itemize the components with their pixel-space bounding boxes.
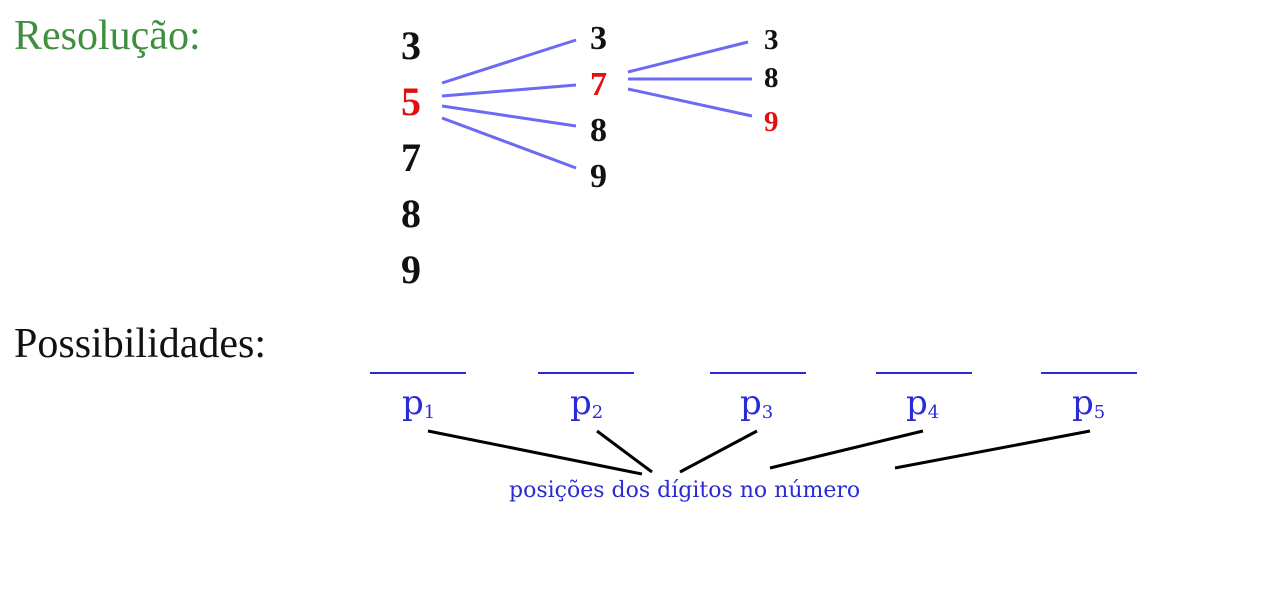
tree-l1-digit-5: 5: [401, 79, 421, 124]
branch-7-to-9: [627, 87, 753, 118]
connector-p2: [596, 429, 653, 474]
connector-p4: [769, 429, 924, 470]
branch-5-to-3: [441, 38, 577, 85]
tree-l1-digit-8: 8: [401, 191, 421, 236]
position-label-p4: p4: [906, 383, 940, 423]
position-label-p5: p5: [1072, 383, 1106, 423]
connector-p3: [679, 429, 758, 474]
heading-possibilidades: Possibilidades:: [14, 321, 267, 367]
caption-digit-positions: posições dos dígitos no número: [509, 478, 861, 503]
tree-l1-digit-9: 9: [401, 247, 421, 292]
branch-5-to-7: [441, 83, 577, 98]
position-label-p3: p3: [740, 383, 774, 423]
tree-l2-digit-3: 3: [590, 20, 607, 57]
branch-5-to-8: [441, 104, 577, 128]
blank-p1: [370, 372, 466, 374]
blank-p4: [876, 372, 972, 374]
tree-l1-digit-3: 3: [401, 23, 421, 68]
tree-l2-digit-7: 7: [590, 66, 607, 103]
connector-p5: [894, 429, 1091, 470]
tree-l2-digit-8: 8: [590, 112, 607, 149]
connector-p1: [427, 429, 643, 476]
tree-l1-digit-7: 7: [401, 135, 421, 180]
position-label-p2: p2: [570, 383, 604, 423]
tree-l3-digit-3: 3: [764, 24, 779, 56]
blank-p5: [1041, 372, 1137, 374]
position-label-p1: p1: [402, 383, 436, 423]
blank-p2: [538, 372, 634, 374]
tree-l3-digit-9: 9: [764, 106, 779, 138]
tree-l2-digit-9: 9: [590, 158, 607, 195]
blank-p3: [710, 372, 806, 374]
tree-l3-digit-8: 8: [764, 62, 779, 94]
branch-5-to-9: [441, 116, 577, 170]
heading-resolucao: Resolução:: [14, 13, 201, 59]
branch-7-to-3: [627, 40, 749, 74]
